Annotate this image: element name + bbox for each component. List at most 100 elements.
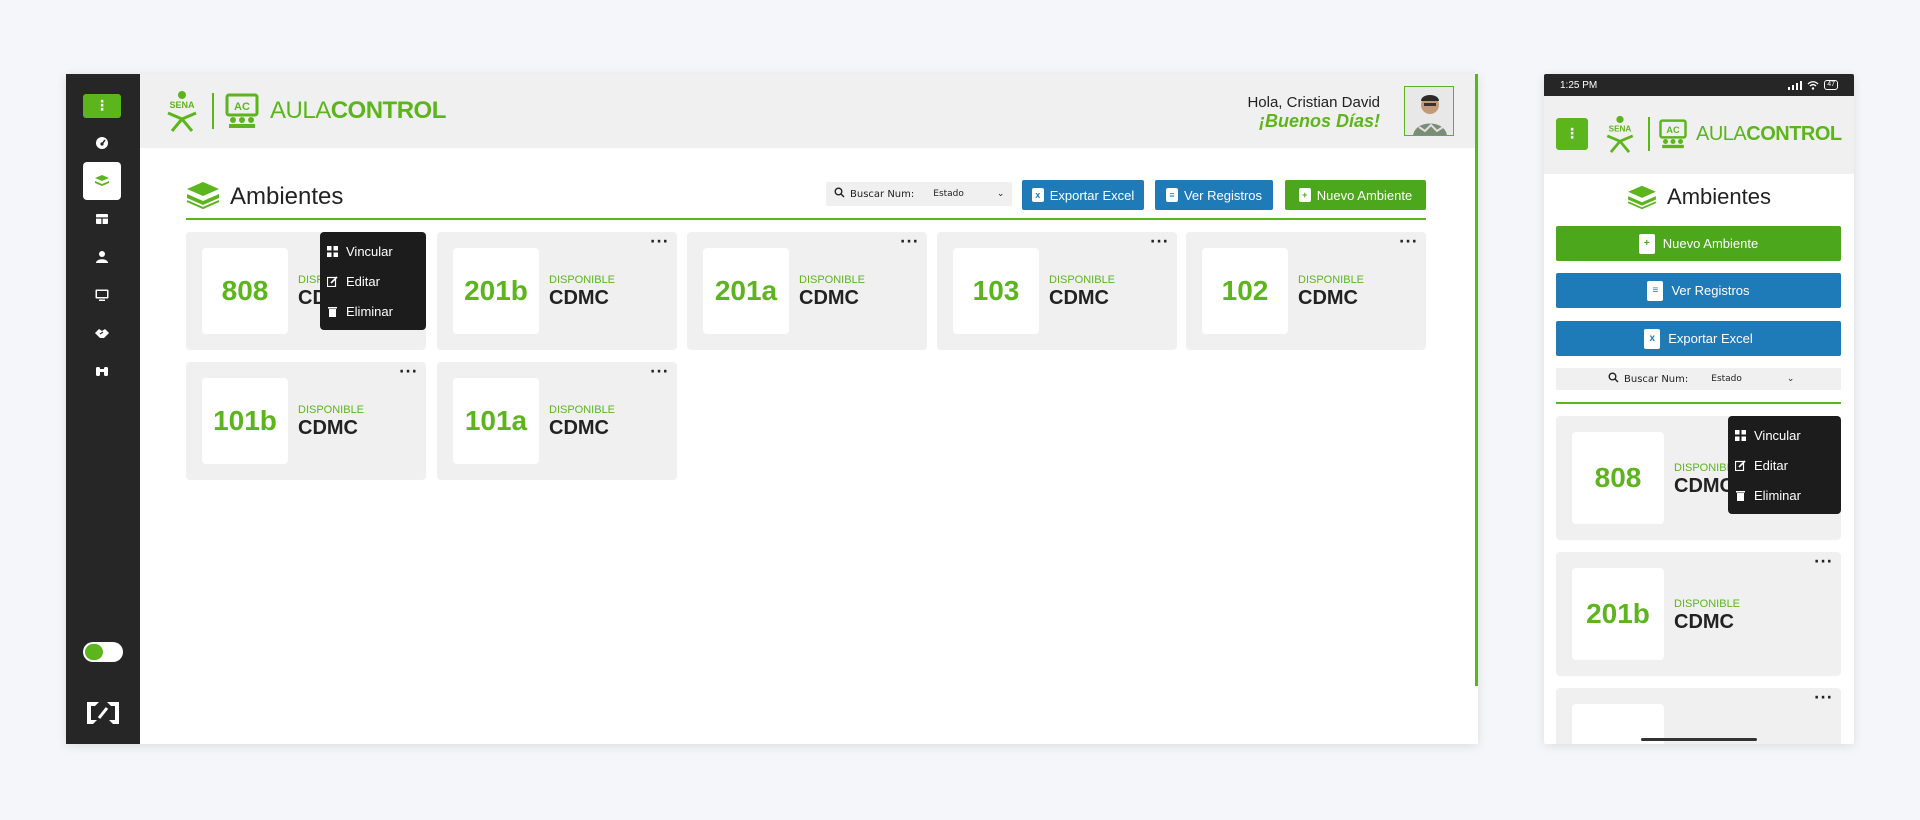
room-card[interactable]: 103 DISPONIBLE CDMC ··· (937, 232, 1177, 350)
more-options-icon[interactable]: ··· (399, 364, 418, 380)
room-card[interactable]: 201b DISPONIBLE CDMC ··· (437, 232, 677, 350)
handshake-icon[interactable] (83, 314, 121, 352)
aulacontrol-logo-icon: AC (225, 93, 259, 128)
search-icon (1608, 372, 1619, 386)
more-options-icon[interactable]: ··· (1150, 234, 1169, 250)
search-label: Buscar Num: (850, 188, 915, 200)
excel-file-icon: x (1644, 328, 1661, 349)
brand-light: AULA (1696, 122, 1747, 145)
page-title: Ambientes (1667, 184, 1771, 209)
room-card[interactable]: 201b DISPONIBLE CDMC ··· (1556, 552, 1841, 676)
room-card[interactable]: 101a DISPONIBLE CDMC ··· (437, 362, 677, 480)
more-options-icon[interactable]: ··· (1814, 554, 1833, 570)
user-icon[interactable] (83, 238, 121, 276)
aulacontrol-logo-icon: AC (1659, 119, 1687, 149)
menu-item-delete[interactable]: Eliminar (320, 296, 426, 326)
layers-icon (186, 182, 220, 210)
search-input[interactable]: Buscar Num: Estado ⌄ (1556, 368, 1841, 390)
room-status: DISPONIBLE (799, 274, 866, 286)
status-select[interactable]: Estado (933, 189, 964, 199)
layers-icon[interactable] (83, 162, 121, 200)
menu-item-edit[interactable]: Editar (1728, 450, 1841, 480)
grid-icon (1735, 429, 1746, 441)
sidebar: ⋮ (66, 74, 140, 744)
trash-icon (1736, 490, 1745, 501)
room-number: 102 (1202, 248, 1288, 334)
table-icon[interactable] (83, 200, 121, 238)
room-site: CDMC (549, 417, 609, 439)
room-number: 808 (202, 248, 288, 334)
desktop-view: ⋮ SENA (66, 74, 1478, 744)
menu-item-label: Editar (1754, 457, 1788, 473)
dashboard-icon[interactable] (83, 124, 121, 162)
room-number: 201b (453, 248, 539, 334)
export-excel-button[interactable]: x Exportar Excel (1022, 180, 1144, 210)
room-status: DISPONIBLE (298, 404, 365, 416)
room-number: 201a (703, 248, 789, 334)
sena-logo-icon: SENA (167, 91, 197, 132)
search-icon (834, 187, 845, 201)
more-options-icon[interactable]: ··· (900, 234, 919, 250)
more-options-icon[interactable]: ··· (1399, 234, 1418, 250)
accent-edge (1475, 74, 1478, 686)
theme-toggle[interactable] (83, 642, 123, 662)
room-site: CDMC (1674, 475, 1734, 497)
room-number: 101a (453, 378, 539, 464)
room-status: DISPONIBLE (549, 404, 616, 416)
edit-icon (327, 275, 338, 287)
clipboard-icon: ≡ (1647, 280, 1664, 301)
menu-item-link[interactable]: Vincular (1728, 420, 1841, 450)
more-options-icon[interactable]: ··· (650, 234, 669, 250)
ac-label: AC (234, 101, 250, 113)
grid-icon (327, 245, 338, 257)
menu-item-label: Editar (346, 273, 380, 289)
menu-item-link[interactable]: Vincular (320, 236, 426, 266)
room-number: 103 (953, 248, 1039, 334)
mobile-menu-button[interactable]: ⋮ (1556, 118, 1588, 150)
view-records-label: Ver Registros (1183, 187, 1263, 203)
new-room-button[interactable]: + Nuevo Ambiente (1285, 180, 1426, 210)
room-number-box (1572, 704, 1664, 744)
greeting-name: Hola, Cristian David (1247, 94, 1380, 111)
menu-item-label: Vincular (1754, 427, 1801, 443)
status-select[interactable]: Estado (1711, 374, 1742, 384)
menu-button[interactable]: ⋮ (83, 94, 121, 118)
view-records-button[interactable]: ≡ Ver Registros (1155, 180, 1273, 210)
plus-icon: + (1298, 188, 1311, 202)
view-records-label: Ver Registros (1671, 283, 1750, 298)
room-card[interactable]: ··· (1556, 688, 1841, 744)
trash-icon (328, 306, 337, 317)
export-excel-button[interactable]: x Exportar Excel (1556, 321, 1841, 356)
room-site: CDMC (549, 287, 609, 309)
room-status: DISPONIBLE (1298, 274, 1365, 286)
more-options-icon[interactable]: ··· (650, 364, 669, 380)
room-card[interactable]: 102 DISPONIBLE CDMC ··· (1186, 232, 1426, 350)
layers-icon (1627, 185, 1657, 210)
monitor-icon[interactable] (83, 276, 121, 314)
more-options-icon[interactable]: ··· (1814, 690, 1833, 706)
search-input[interactable]: Buscar Num: Estado ⌄ (826, 182, 1012, 206)
new-room-button[interactable]: + Nuevo Ambiente (1556, 226, 1841, 261)
room-card[interactable]: 101b DISPONIBLE CDMC ··· (186, 362, 426, 480)
brand-bold: CONTROL (330, 97, 447, 124)
excel-file-icon: x (1031, 188, 1044, 202)
room-card[interactable]: 201a DISPONIBLE CDMC ··· (687, 232, 927, 350)
ac-label: AC (1666, 125, 1680, 135)
binoculars-icon[interactable] (83, 352, 121, 390)
brand-divider (212, 93, 214, 129)
signal-icon (1788, 80, 1803, 90)
chevron-down-icon: ⌄ (1786, 374, 1795, 384)
greeting: Hola, Cristian David ¡Buenos Días! (1247, 94, 1380, 132)
brand-wordmark: AULACONTROL (270, 97, 446, 125)
menu-item-label: Vincular (346, 243, 393, 259)
menu-item-label: Eliminar (1754, 487, 1801, 503)
avatar[interactable] (1404, 86, 1454, 136)
view-records-button[interactable]: ≡ Ver Registros (1556, 273, 1841, 308)
menu-item-delete[interactable]: Eliminar (1728, 480, 1841, 510)
title-row: Ambientes Buscar Num: Estado ⌄ x Exporta… (186, 174, 1426, 220)
toggle-knob (85, 644, 103, 660)
room-card[interactable]: 808 DISPONIBLE CDMC (1556, 416, 1841, 540)
top-header: SENA AC AULACONTROL Hola, Cristian David… (140, 74, 1478, 148)
menu-item-edit[interactable]: Editar (320, 266, 426, 296)
brand-wordmark: AULACONTROL (1696, 123, 1842, 146)
